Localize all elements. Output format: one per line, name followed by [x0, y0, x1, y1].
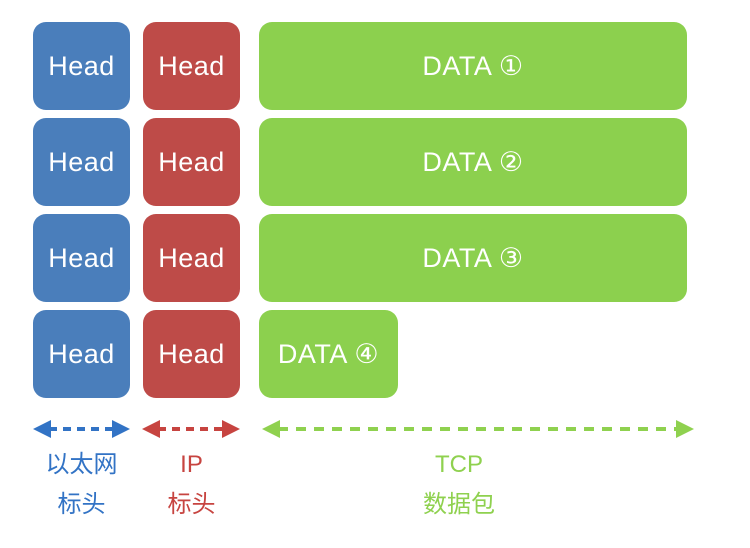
tcp-label-line2: 数据包	[423, 491, 495, 518]
ip-head-block: Head	[143, 118, 240, 206]
tcp-data-block: DATA ④	[259, 310, 398, 398]
ip-head-block: Head	[143, 22, 240, 110]
tcp-data-block: DATA ②	[259, 118, 687, 206]
ethernet-head-block: Head	[33, 310, 130, 398]
tcp-label: TCP 数据包	[359, 453, 559, 517]
ip-label-line1: IP	[180, 451, 203, 478]
ip-label-line2: 标头	[167, 491, 216, 518]
tcp-label-line1: TCP	[435, 451, 483, 478]
ip-label: IP 标头	[143, 453, 240, 517]
tcp-data-block: DATA ③	[259, 214, 687, 302]
tcp-span-arrow-icon	[262, 419, 694, 439]
ethernet-span-arrow-icon	[33, 419, 130, 439]
ethernet-label: 以太网 标头	[33, 453, 130, 517]
ip-head-block: Head	[143, 214, 240, 302]
tcp-data-block: DATA ①	[259, 22, 687, 110]
ethernet-label-line1: 以太网	[45, 451, 118, 478]
ethernet-head-block: Head	[33, 22, 130, 110]
ip-head-block: Head	[143, 310, 240, 398]
ethernet-head-block: Head	[33, 118, 130, 206]
ethernet-label-line2: 标头	[57, 491, 106, 518]
ethernet-head-block: Head	[33, 214, 130, 302]
ip-span-arrow-icon	[142, 419, 240, 439]
